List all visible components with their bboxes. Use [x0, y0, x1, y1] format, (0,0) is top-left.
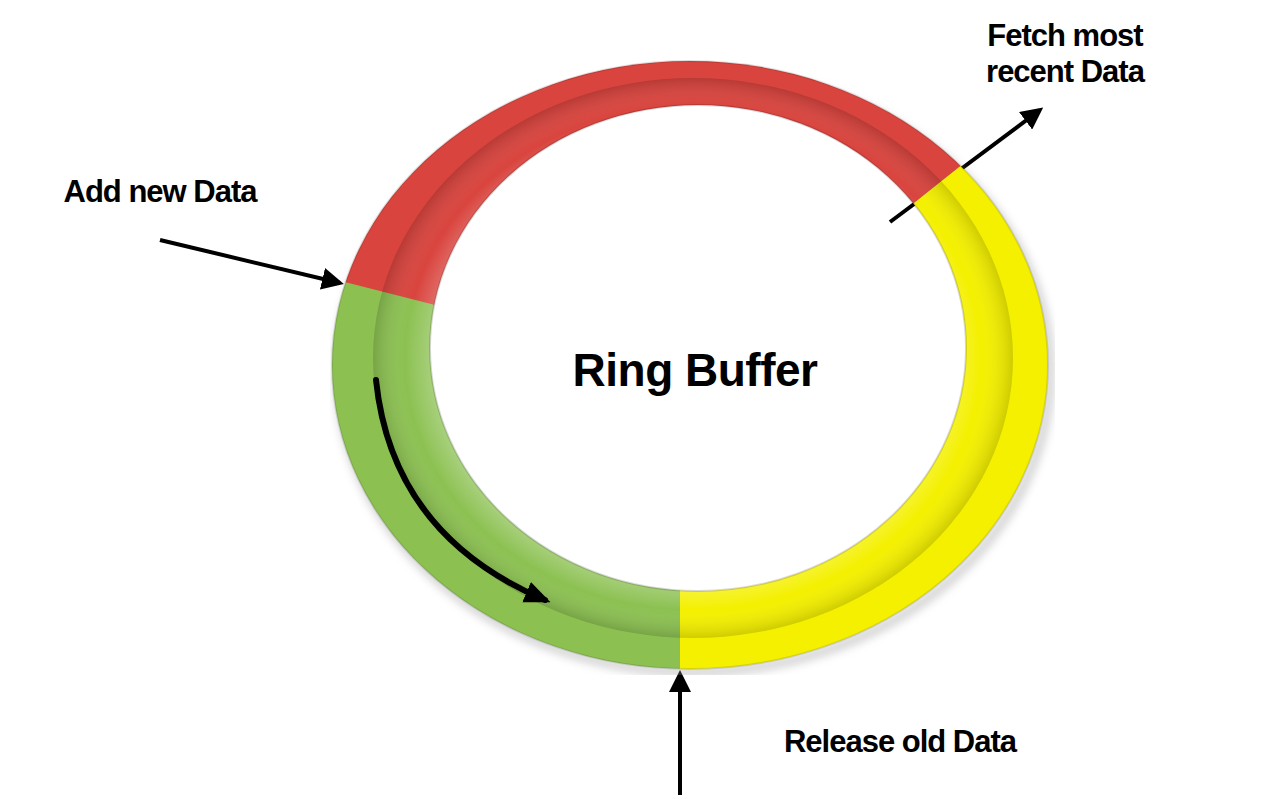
ring-buffer: Ring Buffer	[330, 60, 1055, 675]
ring-shading	[373, 78, 1013, 638]
release-arrow	[678, 674, 682, 795]
callout-label: Release old Data	[720, 724, 1080, 760]
direction-arrow	[376, 380, 545, 600]
add-arrow	[160, 240, 340, 283]
ring-outer-edge	[332, 61, 1048, 669]
ring-title: Ring Buffer	[573, 343, 818, 397]
ring-segments	[330, 60, 1055, 675]
ring-inner-edge	[430, 105, 966, 591]
callout-label: Fetch most recent Data	[945, 18, 1185, 90]
callout-label: Add new Data	[10, 174, 310, 210]
